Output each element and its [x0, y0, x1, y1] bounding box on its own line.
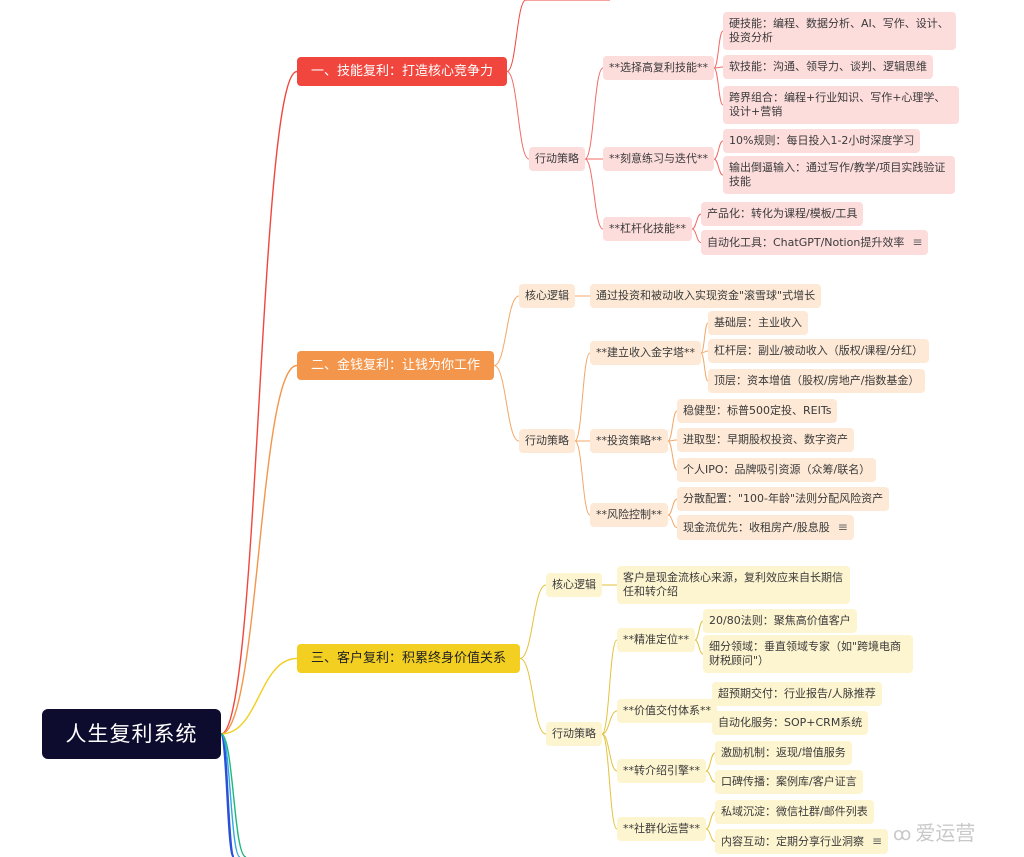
connector-client-item-niche	[694, 639, 704, 655]
branch-skill[interactable]: 一、技能复利：打造核心竞争力	[297, 57, 508, 86]
connector-skill-action-label	[506, 71, 530, 160]
skill-item-cross[interactable]: 跨界组合：编程+行业知识、写作+心理学、设计+营销	[723, 86, 959, 124]
note-icon[interactable]: ≡	[837, 520, 848, 534]
root-node[interactable]: 人生复利系统	[42, 709, 221, 759]
connector-skill-item-10pct	[713, 140, 724, 160]
connector-client-item-8020	[694, 620, 704, 641]
connector-money-item-steady	[667, 410, 678, 442]
client-item-sop[interactable]: 自动化服务：SOP+CRM系统	[712, 711, 869, 735]
client-item-private[interactable]: 私域沉淀：微信社群/邮件列表	[715, 800, 874, 824]
client-item-8020[interactable]: 20/80法则：聚焦高价值客户	[703, 609, 857, 633]
connector-branch-money	[220, 364, 298, 735]
skill-item-automation-label: 自动化工具：ChatGPT/Notion提升效率	[707, 236, 905, 249]
connector-money-item-top	[700, 352, 709, 382]
skill-item-soft[interactable]: 软技能：沟通、领导力、谈判、逻辑思维	[723, 55, 933, 79]
client-group-community[interactable]: **社群化运营**	[617, 817, 706, 841]
connector-skill-item-hard	[713, 30, 724, 69]
connector-money-action-label	[493, 365, 520, 442]
skill-group-leverage[interactable]: **杠杆化技能**	[603, 217, 692, 241]
connector-client-item-wordofmouth	[705, 770, 716, 783]
money-item-cashflow-label: 现金流优先：收租房产/股息股	[683, 521, 830, 534]
weibo-icon: ꝏ	[893, 824, 912, 845]
connector-client-group-position	[601, 639, 618, 735]
client-action-label[interactable]: 行动策略	[546, 722, 602, 746]
connector-branch-client	[220, 657, 298, 735]
money-item-top[interactable]: 顶层：资本增值（股权/房地产/指数基金）	[708, 369, 926, 393]
money-item-steady[interactable]: 稳健型：标普500定投、REITs	[677, 399, 838, 423]
money-item-diversify[interactable]: 分散配置："100-年龄"法则分配风险资产	[677, 487, 890, 511]
note-icon[interactable]: ≡	[912, 235, 923, 249]
money-group-pyramid[interactable]: **建立收入金字塔**	[590, 341, 701, 365]
skill-item-automation[interactable]: 自动化工具：ChatGPT/Notion提升效率 ≡	[701, 230, 929, 255]
connector-skill-offscreen	[506, 0, 527, 72]
connector-skill-item-automation	[691, 228, 702, 243]
connector-money-item-cashflow	[667, 514, 678, 528]
connector-money-item-diversify	[667, 498, 678, 516]
client-item-content[interactable]: 内容互动：定期分享行业洞察 ≡	[715, 829, 889, 854]
money-action-label[interactable]: 行动策略	[519, 429, 575, 453]
connector-skill-item-output	[713, 158, 724, 176]
client-group-delivery[interactable]: **价值交付体系**	[617, 699, 717, 723]
skill-action-label[interactable]: 行动策略	[529, 147, 585, 171]
client-group-referral[interactable]: **转介绍引擎**	[617, 759, 706, 783]
note-icon[interactable]: ≡	[872, 834, 883, 848]
skill-item-output[interactable]: 输出倒逼输入：通过写作/教学/项目实践验证技能	[723, 156, 955, 194]
client-item-content-label: 内容互动：定期分享行业洞察	[721, 835, 864, 848]
connector-money-core-label	[493, 295, 520, 366]
branch-client[interactable]: 三、客户复利：积累终身价值关系	[297, 644, 521, 673]
connector-skill-item-soft	[713, 66, 724, 69]
branch-money[interactable]: 二、金钱复利：让钱为你工作	[297, 351, 495, 380]
connector-client-item-incentive	[705, 752, 716, 772]
money-item-lever[interactable]: 杠杆层：副业/被动收入（版权/课程/分红）	[708, 339, 930, 363]
skill-group-practice[interactable]: **刻意练习与迭代**	[603, 147, 714, 171]
client-group-position[interactable]: **精准定位**	[617, 628, 695, 652]
client-core-label[interactable]: 核心逻辑	[546, 573, 602, 597]
connector-branch-skill	[220, 70, 298, 735]
client-item-wordofmouth[interactable]: 口碑传播：案例库/客户证言	[715, 770, 863, 794]
money-core-label[interactable]: 核心逻辑	[519, 284, 575, 308]
money-core-text[interactable]: 通过投资和被动收入实现资金"滚雪球"式增长	[590, 284, 822, 308]
connector-client-item-private	[705, 811, 716, 830]
money-group-risk[interactable]: **风险控制**	[590, 503, 668, 527]
connector-money-group-pyramid	[574, 352, 591, 442]
connector-money-item-aggressive	[667, 439, 678, 442]
money-item-aggressive[interactable]: 进取型：早期股权投资、数字资产	[677, 428, 854, 452]
money-item-base[interactable]: 基础层：主业收入	[708, 311, 808, 335]
connector-client-group-community	[601, 733, 618, 830]
client-item-incentive[interactable]: 激励机制：返现/增值服务	[715, 741, 852, 765]
connector-skill-item-product	[691, 213, 702, 230]
connector-money-item-ipo	[667, 440, 678, 471]
money-item-cashflow[interactable]: 现金流优先：收租房产/股息股 ≡	[677, 515, 854, 540]
skill-item-hard[interactable]: 硬技能：编程、数据分析、AI、写作、设计、投资分析	[723, 12, 956, 50]
connector-money-group-risk	[574, 440, 591, 516]
connector-client-core-label	[519, 584, 547, 659]
money-group-invest[interactable]: **投资策略**	[590, 429, 668, 453]
watermark-text: 爱运营	[915, 821, 976, 845]
client-item-exceed[interactable]: 超预期交付：行业报告/人脉推荐	[712, 682, 882, 706]
connector-money-item-lever	[700, 350, 709, 354]
connector-money-item-base	[700, 322, 709, 354]
connector-client-item-content	[705, 828, 716, 842]
skill-item-10pct[interactable]: 10%规则：每日投入1-2小时深度学习	[723, 129, 921, 153]
client-item-niche[interactable]: 细分领域：垂直领域专家（如"跨境电商财税顾问"）	[703, 635, 913, 673]
skill-group-choose[interactable]: **选择高复利技能**	[603, 56, 714, 80]
connector-offscreen-branch-2	[220, 733, 241, 857]
connector-skill-group-leverage	[584, 158, 604, 230]
connector-client-action-label	[519, 658, 547, 735]
connector-offscreen-branch-3	[220, 733, 247, 857]
connector-skill-item-cross	[713, 67, 724, 106]
skill-item-product[interactable]: 产品化：转化为课程/模板/工具	[701, 202, 864, 226]
connector-client-group-delivery	[601, 710, 618, 735]
client-core-text[interactable]: 客户是现金流核心来源，复利效应来自长期信任和转介绍	[617, 566, 850, 604]
connector-skill-group-choose	[584, 67, 604, 160]
money-item-ipo[interactable]: 个人IPO：品牌吸引资源（众筹/联名）	[677, 458, 877, 482]
connector-offscreen-branch-1	[219, 732, 236, 857]
